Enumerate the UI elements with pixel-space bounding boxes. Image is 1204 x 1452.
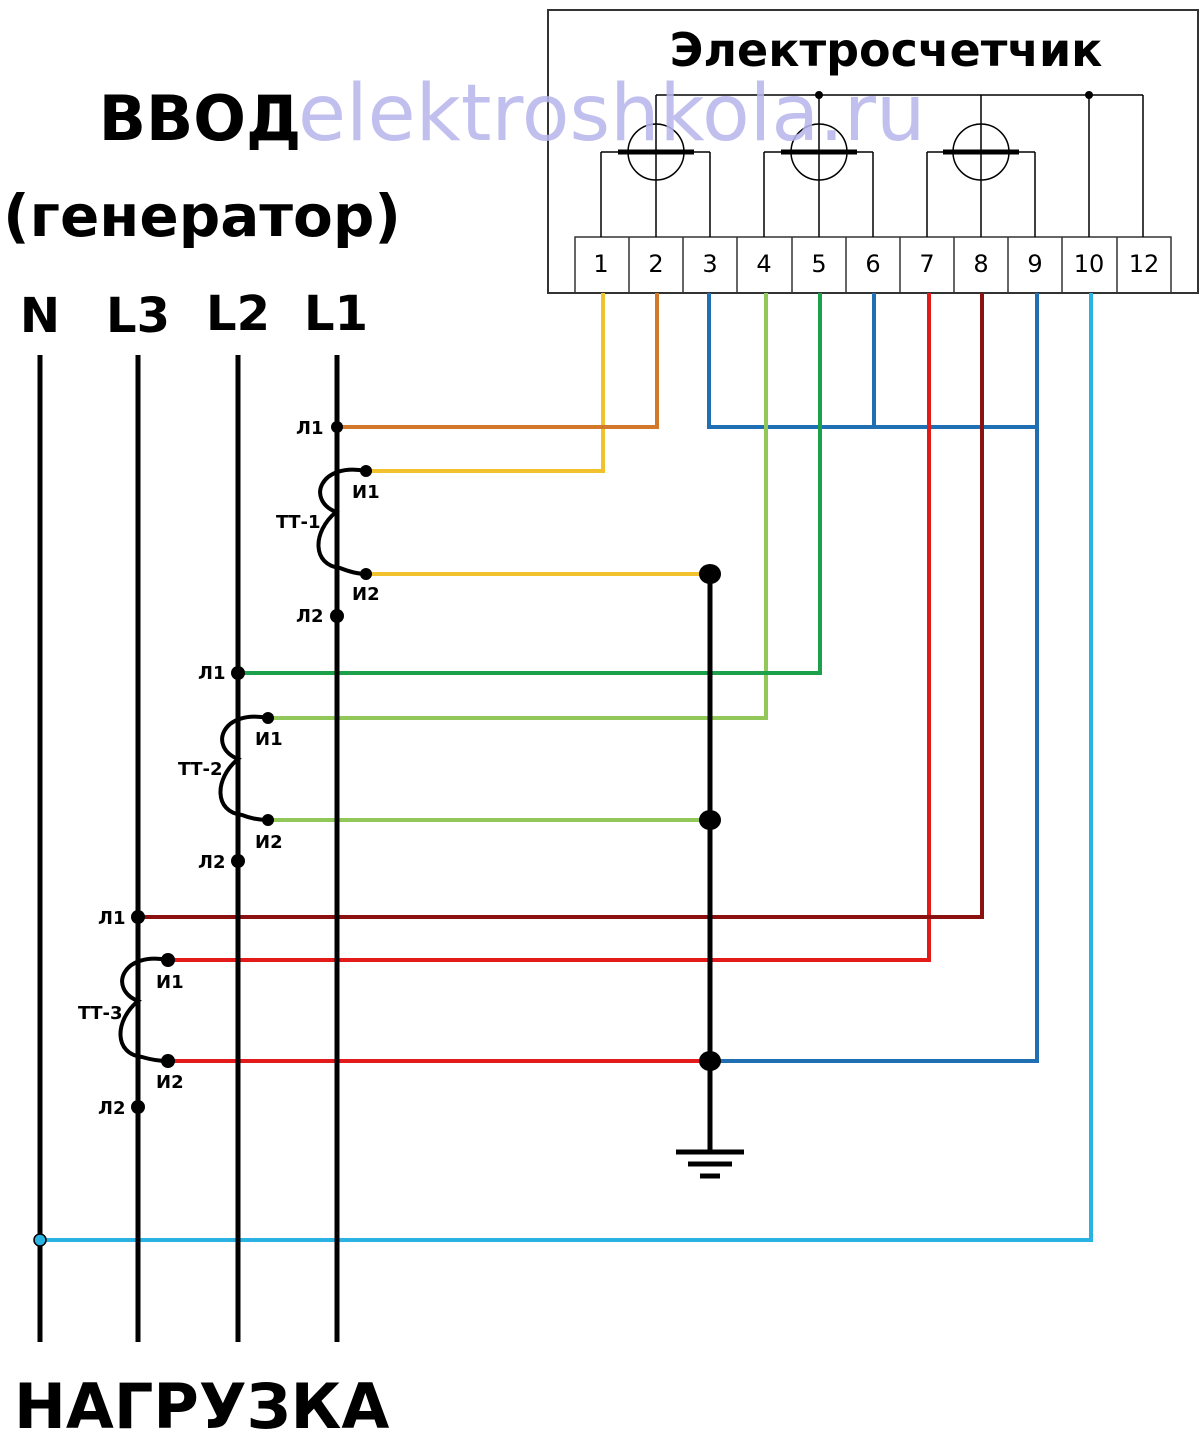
input-title: ВВОД bbox=[99, 82, 301, 155]
ct-l2-label: Л2 bbox=[98, 1098, 125, 1119]
terminal-dot bbox=[360, 568, 372, 580]
ct-i1-label: И1 bbox=[156, 972, 184, 993]
ct-coil-icon bbox=[118, 956, 169, 1063]
ct-coil-icon bbox=[218, 714, 269, 822]
terminal-label: 2 bbox=[648, 250, 663, 278]
wire-term8 bbox=[138, 293, 984, 919]
junction-dot bbox=[815, 91, 823, 99]
ct-i1-label: И1 bbox=[255, 729, 283, 750]
terminal-dot bbox=[262, 814, 274, 826]
terminal-label: 10 bbox=[1074, 250, 1105, 278]
ct-l1-label: Л1 bbox=[198, 663, 225, 684]
terminal-dot bbox=[131, 1100, 145, 1114]
meter: Электросчетчик 1 2 3 4 5 6 7 8 9 10 12 bbox=[547, 9, 1199, 294]
ct-i2-label: И2 bbox=[352, 584, 380, 605]
terminal-label: 3 bbox=[702, 250, 717, 278]
measuring-elements bbox=[600, 94, 1144, 237]
bus-label-l1: L1 bbox=[304, 286, 368, 342]
input-subtitle: (генератор) bbox=[3, 182, 401, 250]
ct-name-label: ТТ-1 bbox=[276, 512, 321, 533]
junction-dot bbox=[699, 810, 721, 830]
terminal-label: 7 bbox=[919, 250, 934, 278]
terminal-dot bbox=[231, 666, 245, 680]
ct-name-label: ТТ-3 bbox=[78, 1003, 123, 1024]
wire-term10 bbox=[40, 293, 1093, 1242]
ct-l2-label: Л2 bbox=[198, 852, 225, 873]
wire-term4 bbox=[268, 293, 768, 720]
terminal-label: 4 bbox=[756, 250, 771, 278]
junction-dot bbox=[699, 564, 721, 584]
current-transformer-2: Л1 И1 ТТ-2 И2 Л2 bbox=[178, 663, 283, 873]
load-title: НАГРУЗКА bbox=[14, 1370, 389, 1443]
ct-i2-label: И2 bbox=[255, 832, 283, 853]
junction-dot bbox=[1085, 91, 1093, 99]
watermark: elektroshkola.ru bbox=[298, 69, 925, 159]
current-transformer-3: Л1 И1 ТТ-3 И2 Л2 bbox=[78, 908, 184, 1119]
bus-label-l2: L2 bbox=[206, 286, 270, 342]
terminal-label: 5 bbox=[811, 250, 826, 278]
bus-label-n: N bbox=[20, 288, 60, 344]
current-transformer-1: Л1 И1 ТТ-1 И2 Л2 bbox=[276, 418, 380, 627]
bus-label-l3: L3 bbox=[106, 288, 170, 344]
wire-term1 bbox=[366, 293, 605, 473]
junction-dot bbox=[699, 1051, 721, 1071]
terminal-label: 6 bbox=[865, 250, 880, 278]
ct-name-label: ТТ-2 bbox=[178, 759, 223, 780]
ct-i2-label: И2 bbox=[156, 1072, 184, 1093]
terminal-dot bbox=[360, 465, 372, 477]
terminal-label: 8 bbox=[973, 250, 988, 278]
terminal-dot bbox=[161, 1054, 175, 1068]
ct-l1-label: Л1 bbox=[296, 418, 323, 439]
terminal-label: 12 bbox=[1129, 250, 1160, 278]
ct-coil-icon bbox=[316, 467, 367, 576]
terminal-dot bbox=[231, 854, 245, 868]
buses bbox=[37, 355, 340, 1342]
terminal-dot bbox=[331, 421, 343, 433]
ct-i1-label: И1 bbox=[352, 482, 380, 503]
ct-l2-label: Л2 bbox=[296, 606, 323, 627]
ground bbox=[676, 564, 744, 1179]
wiring bbox=[40, 293, 1093, 1242]
wire-term2 bbox=[337, 293, 659, 429]
wire-term7 bbox=[168, 293, 931, 962]
terminal-dot bbox=[262, 712, 274, 724]
terminal-dot bbox=[131, 910, 145, 924]
terminal-label: 1 bbox=[593, 250, 608, 278]
terminal-block: 1 2 3 4 5 6 7 8 9 10 12 bbox=[574, 236, 1172, 294]
ct-l1-label: Л1 bbox=[98, 908, 125, 929]
terminal-dot bbox=[330, 609, 344, 623]
terminal-label: 9 bbox=[1027, 250, 1042, 278]
wire-term5 bbox=[238, 293, 822, 675]
wire-term9 bbox=[710, 293, 1039, 1063]
meter-title: Электросчетчик bbox=[670, 23, 1103, 77]
terminal-dot bbox=[161, 953, 175, 967]
neutral-junction-dot bbox=[33, 1233, 47, 1247]
